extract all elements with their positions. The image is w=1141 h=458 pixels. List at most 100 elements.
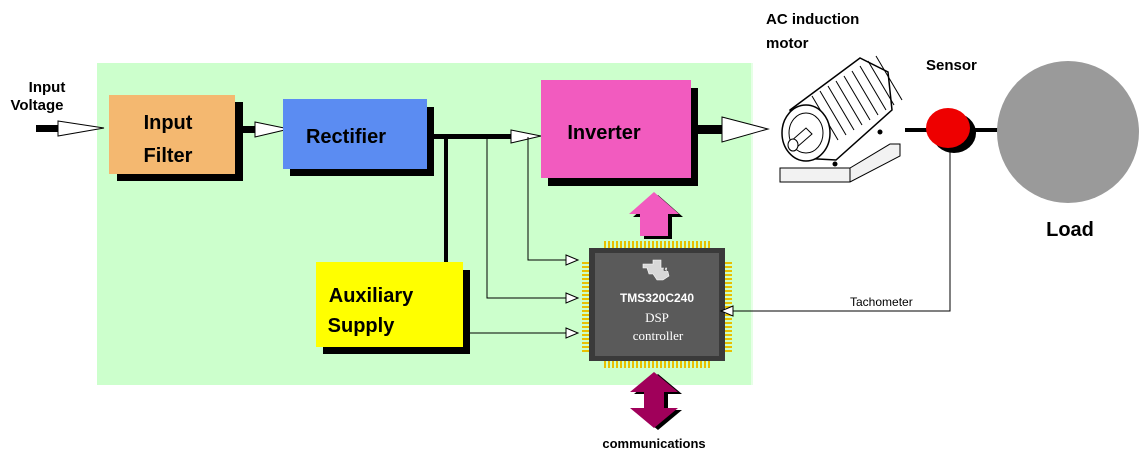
chip-pin [612,241,614,249]
bus-sense-line [486,137,566,299]
chip-pin [724,322,732,324]
chip-pin [672,360,674,368]
input-voltage-label: Input [29,79,66,96]
chip-pin [582,318,590,320]
chip-pin [608,360,610,368]
chip-pin [582,314,590,316]
chip-pin [582,302,590,304]
chip-pin [708,241,710,249]
chip-pin [612,360,614,368]
tachometer-line [733,150,951,312]
chip-pin [696,360,698,368]
chip-pin [582,350,590,352]
chip-pin [724,330,732,332]
dc-bus-line [427,129,542,144]
chip-pin [624,360,626,368]
chip-pin [582,338,590,340]
chip-pin [724,294,732,296]
bus-to-auxiliary-line [444,136,448,264]
chip-pin [724,302,732,304]
auxiliary-label: Auxiliary [329,285,414,307]
chip-pin [724,338,732,340]
chip-pin [604,241,606,249]
chip-pin [724,282,732,284]
chip-pin [724,334,732,336]
chip-pin [660,360,662,368]
chip-pin [640,360,642,368]
chip-pin [582,342,590,344]
rectifier-label: Rectifier [306,126,386,148]
chip-pin [688,241,690,249]
chip-pin [604,360,606,368]
chip-pin [620,241,622,249]
load [997,61,1139,203]
dsp-chip: ti TMS320C240 DSP controller [582,241,732,368]
auxiliary-label-2: Supply [328,315,396,337]
chip-pin [724,306,732,308]
chip-pin [582,266,590,268]
chip-pin [664,241,666,249]
chip-pin [676,360,678,368]
sensor-label: Sensor [926,57,977,74]
chip-pin [724,270,732,272]
pwm-arrow [629,192,683,239]
input-filter-label: Input [144,112,193,134]
communications-arrow [630,372,682,430]
chip-pin [724,346,732,348]
chip-pin [724,290,732,292]
chip-pin [582,294,590,296]
chip-pin [628,360,630,368]
load-label: Load [1046,219,1094,241]
chip-pin [582,306,590,308]
chip-pin [632,241,634,249]
chip-pin [672,241,674,249]
inverter-to-motor-arrow [698,116,770,143]
chip-pin [582,278,590,280]
chip-pin [620,360,622,368]
chip-pin [724,318,732,320]
chip-pin [616,241,618,249]
chip-pin [582,286,590,288]
chip-pin [724,266,732,268]
svg-text:ti: ti [663,263,669,274]
chip-pin [624,241,626,249]
chip-pin [708,360,710,368]
chip-pin [692,241,694,249]
input-voltage-label-2: Voltage [10,97,63,114]
chip-pins [582,241,732,368]
chip-pin [692,360,694,368]
chip-pin [582,310,590,312]
chip-pin [648,360,650,368]
ti-logo-icon: ti [642,259,670,281]
chip-pin [656,241,658,249]
chip-pin [648,241,650,249]
chip-pin [668,360,670,368]
chip-pin [696,241,698,249]
chip-pin [724,314,732,316]
inverter-sense-line [527,137,566,261]
chip-pin [632,360,634,368]
chip-pin [628,241,630,249]
chip-pin [636,241,638,249]
chip-pin [724,326,732,328]
chip-pin [660,241,662,249]
chip-pin [684,241,686,249]
chip-part-label: TMS320C240 [620,291,694,305]
motor-label-2: motor [766,35,809,52]
chip-pin [724,298,732,300]
shaft-line-2 [970,128,1010,132]
chip-pin [644,360,646,368]
chip-pin [582,262,590,264]
chip-pin [668,241,670,249]
chip-pin [680,360,682,368]
inverter-block: Inverter [541,80,698,186]
chip-pin [656,360,658,368]
chip-pin [608,241,610,249]
chip-pin [640,241,642,249]
chip-pin [704,360,706,368]
input-filter-block: Input Filter [109,95,243,181]
tachometer-label: Tachometer [850,295,913,309]
chip-pin [704,241,706,249]
sensor [926,108,976,153]
